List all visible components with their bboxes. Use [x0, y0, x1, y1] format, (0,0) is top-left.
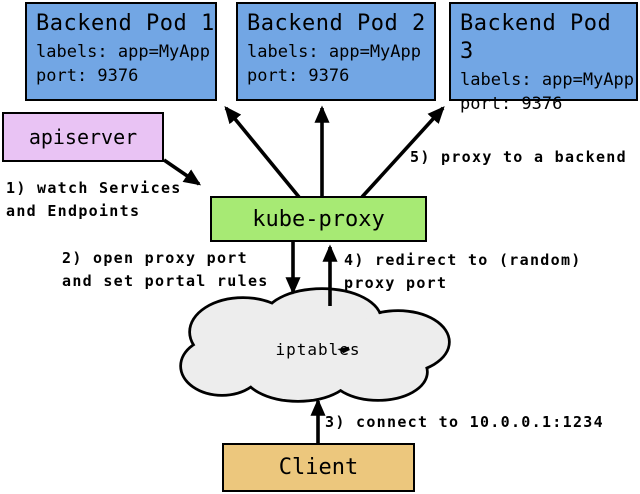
backend-pod-2-box: Backend Pod 2 labels: app=MyApp port: 93… — [236, 2, 436, 101]
apiserver-label: apiserver — [28, 125, 138, 149]
arrow-kube-proxy-to-pod1 — [224, 106, 301, 199]
kube-proxy-box: kube-proxy — [210, 196, 427, 242]
backend-pod-1-port: port: 9376 — [36, 66, 139, 86]
iptables-cloud — [179, 287, 451, 403]
backend-pod-3-port: port: 9376 — [460, 94, 563, 114]
kube-proxy-label: kube-proxy — [252, 206, 385, 232]
step-2-open-proxy-port-label: 2) open proxy port and set portal rules — [62, 249, 269, 290]
step-3-connect-label: 3) connect to 10.0.0.1:1234 — [325, 413, 604, 431]
backend-pod-3-title: Backend Pod 3 — [460, 11, 612, 64]
iptables-label: iptables — [275, 340, 361, 359]
arrow-kube-proxy-to-pod3 — [360, 106, 445, 199]
step-5-proxy-backend-label: 5) proxy to a backend — [410, 148, 627, 166]
step-4-redirect-label: 4) redirect to (random) proxy port — [344, 251, 582, 292]
step-1-watch-services-label: 1) watch Services and Endpoints — [6, 179, 182, 220]
client-label: Client — [278, 455, 359, 480]
backend-pod-2-port: port: 9376 — [247, 66, 350, 86]
backend-pod-1-box: Backend Pod 1 labels: app=MyApp port: 93… — [25, 2, 217, 101]
arrow-apiserver-to-kube-proxy — [162, 158, 202, 186]
client-box: Client — [222, 443, 415, 492]
backend-pod-1-title: Backend Pod 1 — [36, 11, 215, 36]
backend-pod-1-labels: labels: app=MyApp — [36, 42, 210, 62]
backend-pod-2-title: Backend Pod 2 — [247, 11, 426, 36]
apiserver-box: apiserver — [2, 112, 164, 162]
backend-pod-2-labels: labels: app=MyApp — [247, 42, 421, 62]
backend-pod-3-labels: labels: app=MyApp — [460, 70, 634, 90]
backend-pod-3-box: Backend Pod 3 labels: app=MyApp port: 93… — [449, 2, 638, 114]
